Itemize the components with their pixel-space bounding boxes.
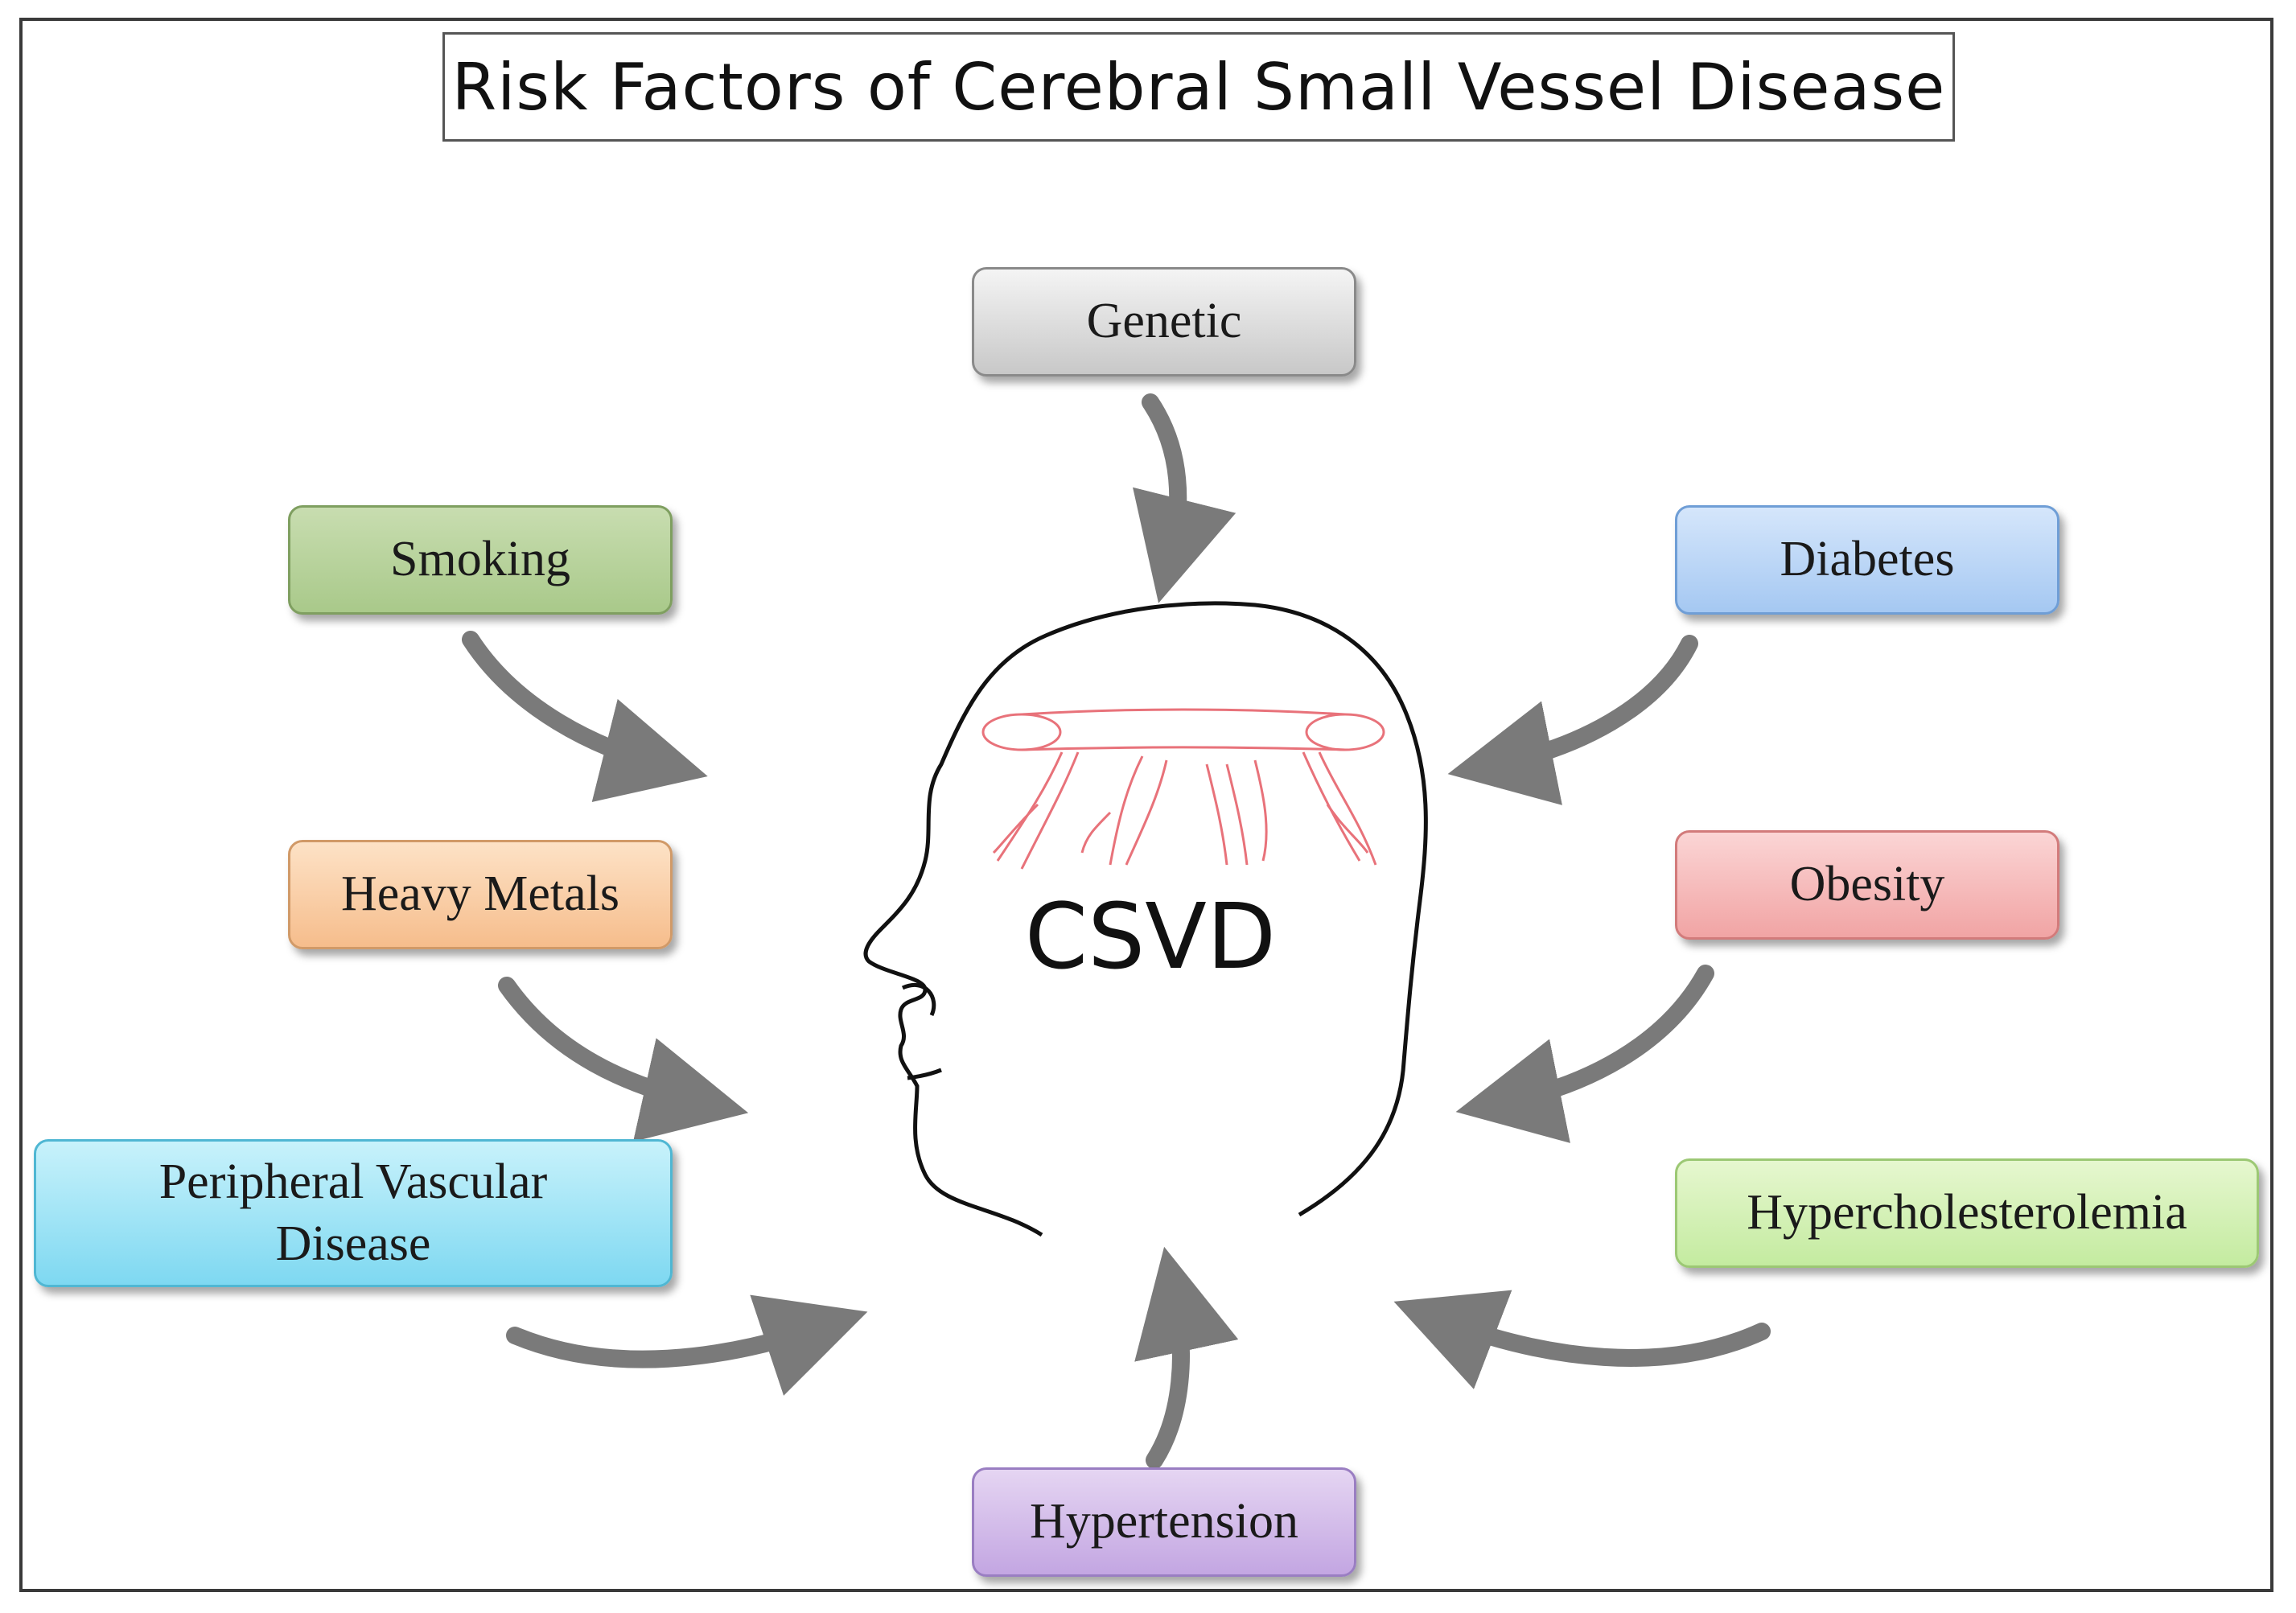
nostril-line	[901, 982, 936, 1017]
arrow-smoking	[462, 631, 708, 802]
vessel-network	[981, 708, 1385, 870]
factor-diabetes-label: Diabetes	[1780, 532, 1955, 587]
center-label: CSVD	[1024, 885, 1277, 990]
arrow-hypercholesterolemia	[1393, 1290, 1771, 1389]
factor-heavy-metals: Heavy Metals	[288, 840, 673, 949]
arrow-heavy-metals	[498, 977, 749, 1142]
arrow-obesity	[1455, 965, 1714, 1143]
diagram-title: Risk Factors of Cerebral Small Vessel Di…	[451, 49, 1946, 125]
factor-pvd-line2: Disease	[275, 1216, 431, 1271]
arrow-hypertension	[1134, 1246, 1239, 1469]
title-box: Risk Factors of Cerebral Small Vessel Di…	[442, 32, 1955, 142]
outer-frame	[19, 18, 2273, 1592]
factor-genetic-label: Genetic	[1086, 294, 1242, 349]
factor-diabetes: Diabetes	[1675, 505, 2059, 615]
factor-obesity: Obesity	[1675, 830, 2059, 940]
factor-obesity-label: Obesity	[1789, 857, 1945, 912]
factor-genetic: Genetic	[972, 267, 1356, 377]
factor-peripheral-vascular-disease: Peripheral Vascular Disease	[34, 1139, 673, 1287]
arrow-diabetes	[1447, 635, 1698, 805]
factor-hypertension: Hypertension	[972, 1467, 1356, 1577]
mouth-line	[907, 1068, 942, 1080]
factor-smoking: Smoking	[288, 505, 673, 615]
factor-pvd-line1: Peripheral Vascular	[158, 1154, 548, 1209]
head-outline	[863, 601, 1428, 1237]
factor-hypercholesterolemia: Hypercholesterolemia	[1675, 1158, 2259, 1268]
factor-hypercholesterolemia-label: Hypercholesterolemia	[1747, 1185, 2187, 1241]
arrow-genetic	[1133, 393, 1236, 603]
factor-heavy-metals-label: Heavy Metals	[340, 866, 620, 922]
arrow-peripheral-vascular	[506, 1294, 868, 1396]
factor-smoking-label: Smoking	[390, 532, 570, 587]
factor-hypertension-label: Hypertension	[1029, 1494, 1299, 1549]
